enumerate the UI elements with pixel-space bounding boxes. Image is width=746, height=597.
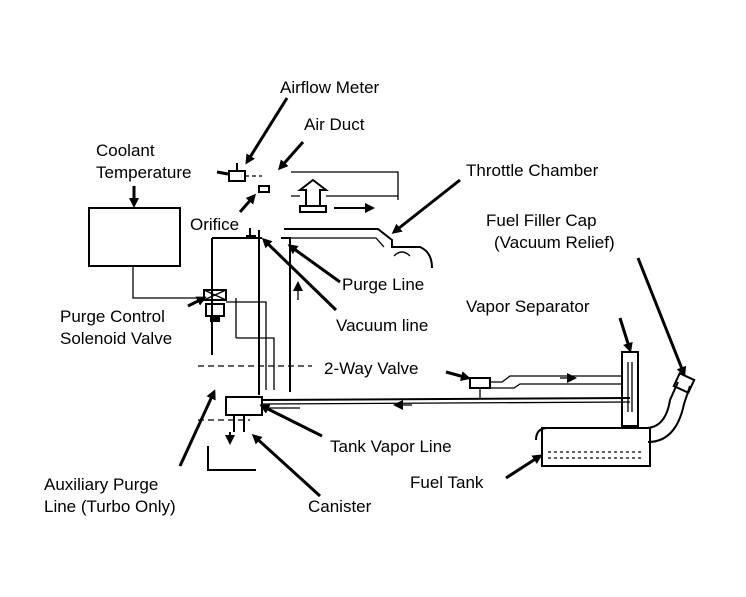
arrow-fuel-filler: [636, 257, 687, 377]
label-air-duct: Air Duct: [304, 115, 365, 134]
label-fuel-filler-1: Fuel Filler Cap: [486, 211, 597, 230]
arrow-aux-purge: [178, 389, 216, 467]
arrow-purge-control: [187, 296, 207, 308]
arrow-purge-line: [287, 244, 341, 284]
fuel-tank-shape: [535, 427, 651, 467]
arrow-air-duct: [278, 141, 305, 171]
canister-shape: [207, 396, 263, 471]
arrow-orifice: [238, 193, 256, 213]
throttle-chamber-shape: [284, 228, 433, 269]
throttle-symbol: [297, 178, 329, 213]
label-canister: Canister: [308, 497, 372, 516]
label-purge-control-1: Purge Control: [60, 307, 165, 326]
filler-neck-shape: [647, 371, 696, 443]
air-duct-upper: [291, 171, 399, 200]
label-coolant-1: Coolant: [96, 141, 155, 160]
label-purge-control-2: Solenoid Valve: [60, 329, 172, 348]
control-wire: [132, 266, 200, 299]
arrow-canister: [251, 433, 322, 498]
label-tank-vapor-line: Tank Vapor Line: [330, 437, 452, 456]
label-two-way-valve: 2-Way Valve: [324, 359, 418, 378]
two-way-valve-shape: [469, 375, 622, 398]
control-unit-box: [88, 207, 181, 267]
label-throttle-chamber: Throttle Chamber: [466, 161, 599, 180]
label-fuel-filler-2: (Vacuum Relief): [494, 233, 615, 252]
vapor-separator-shape: [621, 351, 639, 427]
purge-solenoid-valve: [203, 289, 227, 322]
label-coolant-2: Temperature: [96, 163, 191, 182]
arrow-coolant: [216, 170, 229, 176]
label-purge-line: Purge Line: [342, 275, 424, 294]
label-aux-purge-2: Line (Turbo Only): [44, 497, 176, 516]
label-orifice: Orifice: [190, 215, 239, 234]
label-airflow-meter: Airflow Meter: [280, 78, 380, 97]
airflow-meter-sensor: [228, 163, 270, 193]
arrow-tank-vapor-line: [259, 404, 323, 438]
arrow-two-way-valve: [445, 370, 471, 381]
arrow-airflow-meter: [245, 97, 289, 165]
tank-vapor-line-hose: [261, 397, 631, 409]
label-fuel-tank: Fuel Tank: [410, 473, 484, 492]
arrow-fuel-tank: [505, 454, 543, 480]
arrow-vapor-separator: [618, 317, 633, 353]
label-vacuum-line: Vacuum line: [336, 316, 428, 335]
arrow-throttle-chamber: [391, 178, 461, 234]
label-aux-purge-1: Auxiliary Purge: [44, 475, 158, 494]
label-vapor-separator: Vapor Separator: [466, 297, 590, 316]
arrow-vacuum-line: [261, 237, 338, 312]
